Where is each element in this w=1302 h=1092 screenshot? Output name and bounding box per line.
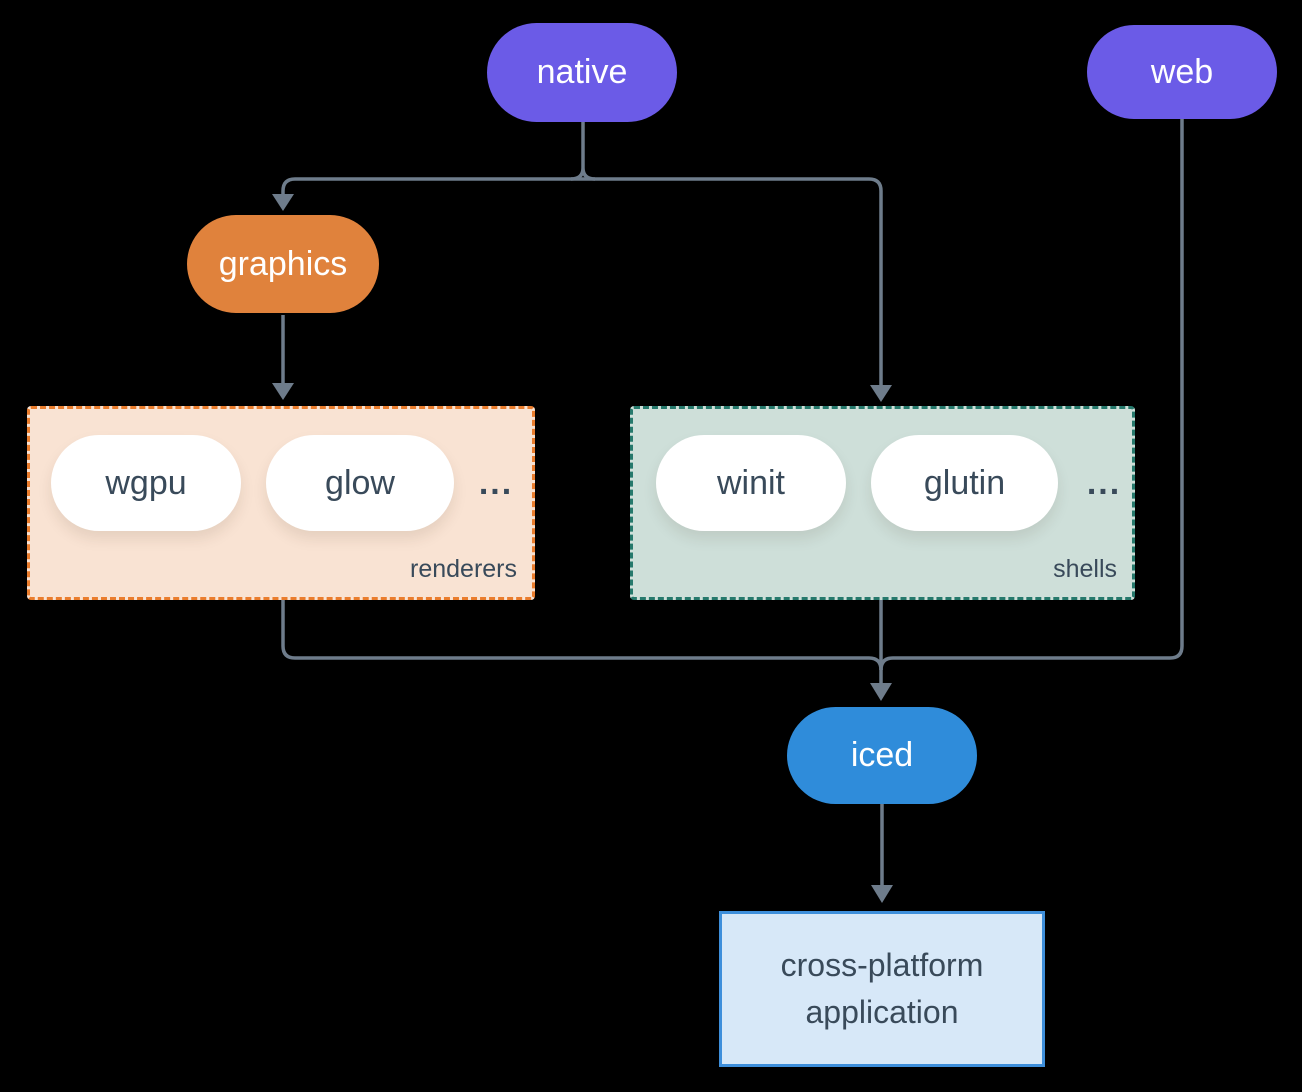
node-native: native (487, 23, 677, 122)
node-winit-label: winit (716, 463, 786, 502)
node-iced: iced (787, 707, 977, 804)
node-winit: winit (656, 435, 846, 531)
node-glutin: glutin (871, 435, 1058, 531)
edge-split-spine (281, 177, 883, 386)
renderers-ellipsis: ... (478, 463, 514, 502)
shells-group-label: shells (1053, 555, 1117, 583)
node-glutin-label: glutin (923, 463, 1006, 502)
node-graphics-label: graphics (218, 244, 348, 283)
group-renderers: wgpu glow ... renderers (27, 406, 535, 600)
edge-native-split (570, 120, 596, 181)
renderers-group-label: renderers (410, 555, 517, 583)
node-application-label-line1: cross-platform (780, 947, 984, 983)
group-shells: winit glutin ... shells (630, 406, 1135, 600)
node-glow: glow (266, 435, 454, 531)
node-iced-label: iced (850, 736, 914, 774)
arrowhead-to-graphics (272, 194, 294, 211)
arrowhead-to-application (871, 885, 893, 903)
node-application: cross-platform application (719, 911, 1045, 1067)
node-web: web (1087, 25, 1277, 119)
arrowhead-to-shells (870, 385, 892, 402)
edge-renderers-merge (281, 598, 883, 671)
node-web-label: web (1150, 52, 1214, 91)
node-application-label-line2: application (805, 994, 959, 1030)
node-native-label: native (536, 53, 628, 91)
node-glow-label: glow (325, 463, 395, 502)
node-graphics: graphics (187, 215, 379, 313)
shells-ellipsis: ... (1086, 463, 1122, 502)
node-wgpu-label: wgpu (105, 463, 187, 502)
node-wgpu: wgpu (51, 435, 241, 531)
arrowhead-to-iced (870, 683, 892, 701)
arrowhead-to-renderers (272, 383, 294, 400)
